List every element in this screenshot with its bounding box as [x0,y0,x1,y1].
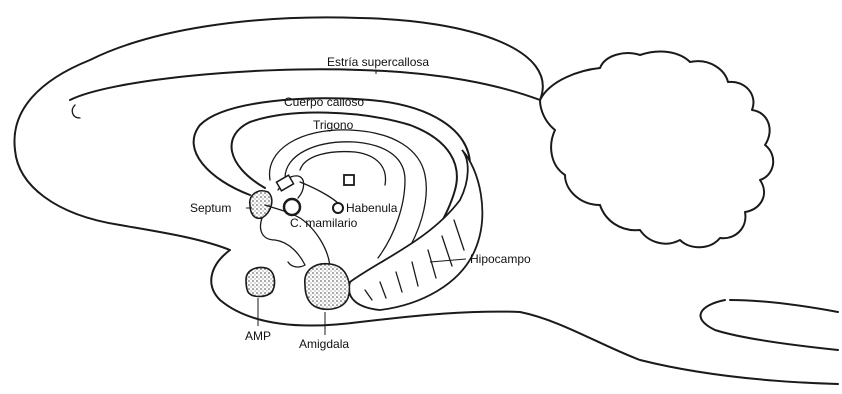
fornix-arc-3 [300,152,386,185]
brainstem-outline [730,300,838,312]
fornix-arc-1 [270,130,427,262]
habenula-tract [300,182,338,203]
habenula-node [333,203,343,213]
label-septum: Septum [190,201,231,215]
cerebellum-outline [540,51,773,247]
fornix-arc-2 [285,142,405,258]
pineal-node [344,175,354,185]
label-habenula: Habenula [346,201,398,215]
label-amigdala: Amigdala [299,337,349,351]
amp-shape [246,268,274,297]
label-amp: AMP [245,329,271,343]
amygdala-shape [305,264,350,310]
label-c-mamilario: C. mamilario [290,216,358,230]
hippocampus-shape [349,150,482,310]
mammillary-body [284,199,300,215]
label-estria-supercallosa: Estría supercallosa [327,55,429,69]
septum-shape [250,191,272,218]
label-cuerpo-calloso: Cuerpo calloso [284,95,364,109]
label-hipocampo: Hipocampo [470,252,531,266]
anterior-commissure [265,205,330,270]
label-trigono: Trigono [313,118,354,132]
estria-line [72,105,80,118]
